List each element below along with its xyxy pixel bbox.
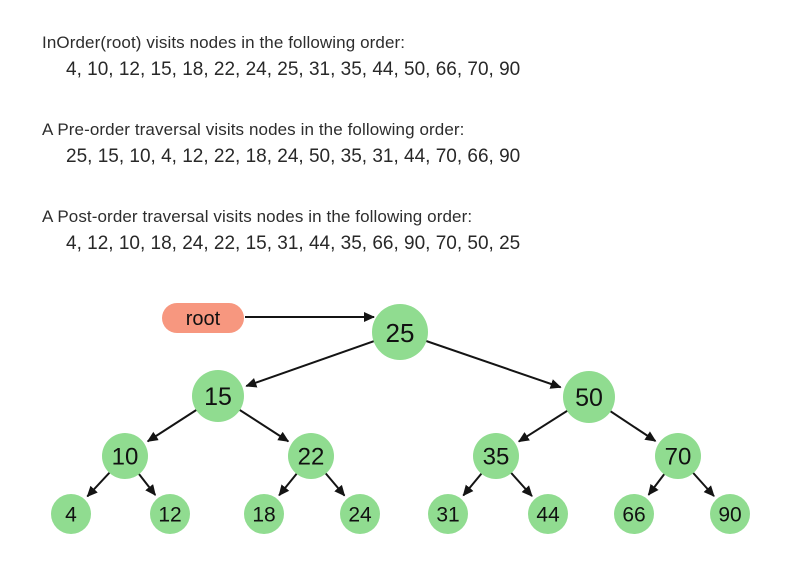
node-value: 15 (204, 383, 232, 411)
node-circle (528, 494, 568, 534)
preorder-sequence: 25, 15, 10, 4, 12, 22, 18, 24, 50, 35, 3… (66, 146, 521, 167)
root-pointer: root (162, 303, 375, 333)
node-circle (244, 494, 284, 534)
node-circle (614, 494, 654, 534)
tree-node-12: 12 (150, 494, 190, 534)
tree-node-10: 10 (102, 433, 148, 479)
node-value: 22 (298, 444, 325, 471)
node-circle (288, 433, 334, 479)
edge-25-50 (399, 331, 562, 389)
node-value: 10 (112, 444, 139, 471)
node-circle (150, 494, 190, 534)
node-value: 4 (65, 504, 77, 527)
node-value: 31 (436, 504, 459, 527)
tree-node-90: 90 (710, 494, 750, 534)
preorder-heading: A Pre-order traversal visits nodes in th… (42, 120, 465, 139)
inorder-sequence: 4, 10, 12, 15, 18, 22, 24, 25, 31, 35, 4… (66, 59, 521, 80)
tree-node-70: 70 (655, 433, 701, 479)
node-value: 44 (536, 504, 560, 527)
node-value: 24 (348, 504, 372, 527)
postorder-sequence: 4, 12, 10, 18, 24, 22, 15, 31, 44, 35, 6… (66, 233, 521, 254)
root-label: root (186, 308, 221, 330)
node-circle (563, 371, 615, 423)
tree-node-44: 44 (528, 494, 568, 534)
tree-node-66: 66 (614, 494, 654, 534)
node-value: 12 (158, 504, 181, 527)
node-value: 18 (252, 504, 275, 527)
tree-node-25: 25 (372, 304, 428, 360)
node-value: 90 (718, 504, 741, 527)
node-circle (192, 370, 244, 422)
node-circle (51, 494, 91, 534)
node-circle (473, 433, 519, 479)
tree-node-24: 24 (340, 494, 380, 534)
node-circle (372, 304, 428, 360)
node-value: 35 (483, 444, 510, 471)
node-circle (102, 433, 148, 479)
tree-node-15: 15 (192, 370, 244, 422)
postorder-traversal-block: A Post-order traversal visits nodes in t… (42, 206, 520, 256)
node-value: 25 (386, 318, 415, 348)
preorder-traversal-block: A Pre-order traversal visits nodes in th… (42, 119, 520, 169)
tree-node-4: 4 (51, 494, 91, 534)
postorder-heading: A Post-order traversal visits nodes in t… (42, 207, 473, 226)
tree-node-50: 50 (563, 371, 615, 423)
tree-node-22: 22 (288, 433, 334, 479)
inorder-traversal-block: InOrder(root) visits nodes in the follow… (42, 32, 520, 82)
node-value: 66 (622, 504, 645, 527)
inorder-heading: InOrder(root) visits nodes in the follow… (42, 33, 406, 52)
node-value: 70 (665, 444, 692, 471)
tree-node-31: 31 (428, 494, 468, 534)
node-value: 50 (575, 384, 603, 412)
tree-node-35: 35 (473, 433, 519, 479)
node-circle (340, 494, 380, 534)
node-circle (655, 433, 701, 479)
tree-node-18: 18 (244, 494, 284, 534)
node-circle (428, 494, 468, 534)
root-pill (162, 303, 244, 333)
node-circle (710, 494, 750, 534)
